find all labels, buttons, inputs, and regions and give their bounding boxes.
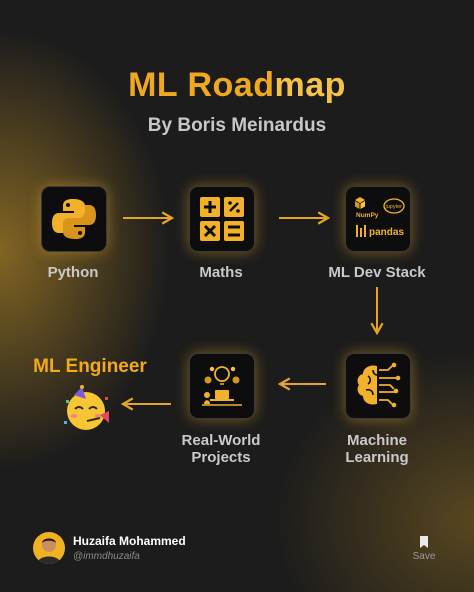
step-label-machine-learning-line1: Machine [346,432,407,449]
numpy-logo-text: NumPy [356,212,379,219]
page-subtitle: By Boris Meinardus [147,115,327,136]
real-world-projects-tile [189,353,255,419]
calculator-icon [200,197,244,241]
step-label-ml-dev-stack: ML Dev Stack [328,264,426,281]
maths-tile [189,186,255,252]
author-avatar[interactable] [33,532,65,564]
brain-circuit-icon [357,362,401,408]
step-label-real-world-projects: Real-World Projects [156,432,286,466]
step-label-projects-line1: Real-World [181,432,261,449]
python-tile [41,186,107,252]
pandas-logo-text: pandas [369,227,404,238]
page-title: ML Roadmap [128,66,346,104]
ml-dev-stack-tile: NumPy jupyter pandas [345,186,411,252]
goal-label: ML Engineer [33,356,147,377]
avatar-portrait [37,538,61,564]
machine-learning-tile [345,353,411,419]
author-handle[interactable]: @immdhuzaifa [73,551,140,562]
bookmark-icon[interactable] [418,535,430,549]
step-label-python: Python [47,264,99,281]
project-ideas-icon [202,366,242,406]
python-logo-icon [52,199,96,239]
step-label-maths: Maths [199,264,243,281]
partying-face-emoji [64,385,109,430]
step-label-machine-learning: Machine Learning [312,432,442,466]
save-button[interactable]: Save [412,551,436,562]
step-label-machine-learning-line2: Learning [345,449,409,466]
author-name[interactable]: Huzaifa Mohammed [73,534,186,548]
numpy-jupyter-pandas-logos: NumPy jupyter pandas [355,197,405,238]
step-label-projects-line2: Projects [191,449,251,466]
jupyter-logo-text: jupyter [385,204,403,210]
